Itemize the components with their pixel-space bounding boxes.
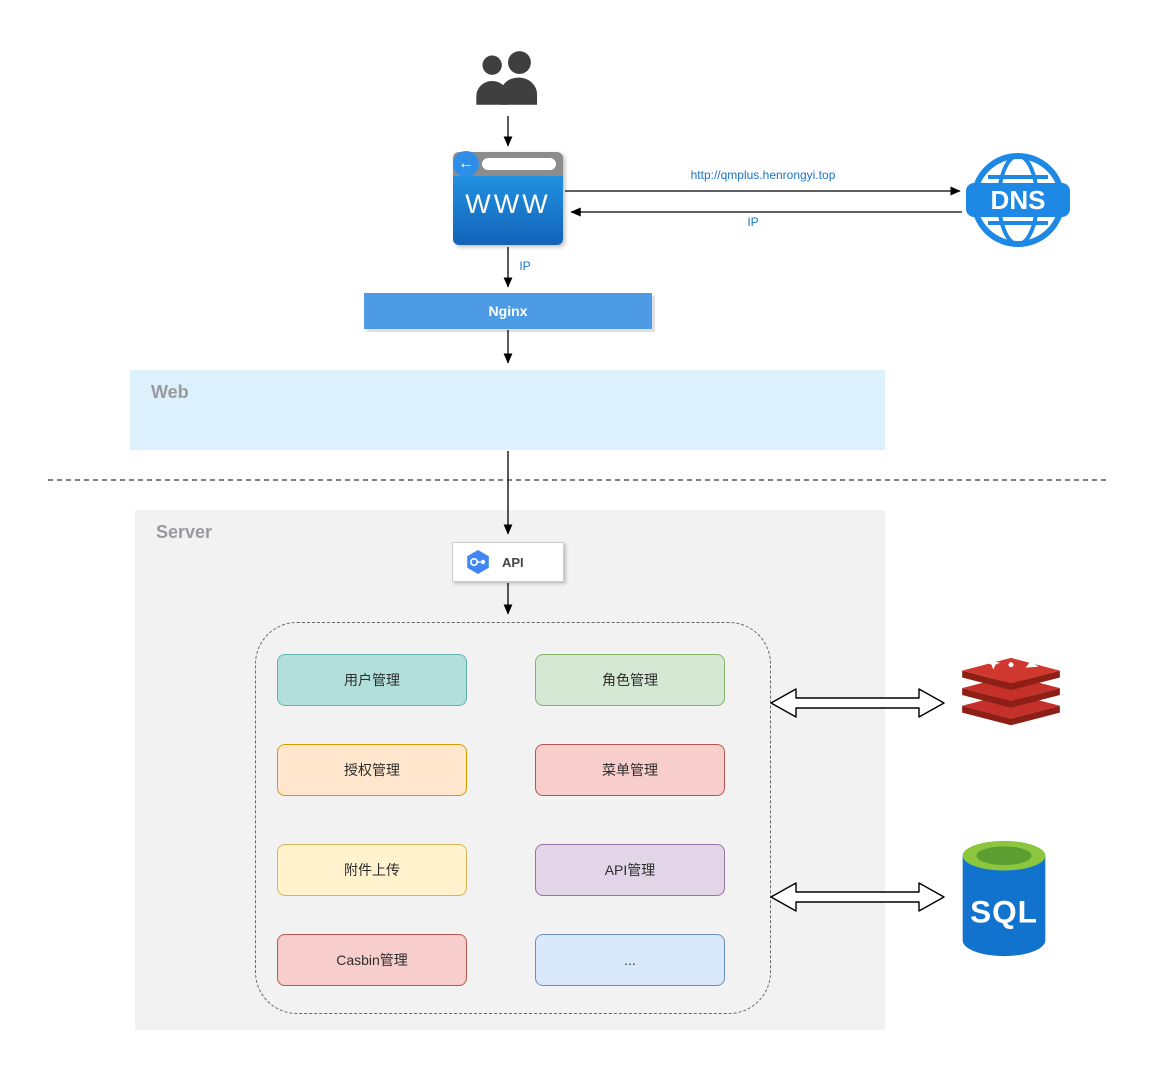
module-box: 授权管理	[277, 744, 467, 796]
server-zone-label: Server	[156, 522, 213, 542]
browser-back-icon: ←	[453, 151, 479, 177]
modules-container	[255, 622, 771, 1014]
nginx-node: Nginx	[364, 293, 652, 329]
module-box: ...	[535, 934, 725, 986]
browser-address-bar	[482, 158, 556, 170]
sql-label: SQL	[970, 894, 1038, 930]
module-box: 用户管理	[277, 654, 467, 706]
dns-icon: DNS	[966, 150, 1070, 250]
sql-database-icon: SQL	[954, 836, 1054, 962]
module-box: API管理	[535, 844, 725, 896]
nginx-label: Nginx	[488, 303, 528, 319]
edge-label-browser-nginx: IP	[519, 259, 531, 273]
edge-label-dns-request: http://qmplus.henrongyi.top	[690, 168, 836, 182]
dns-label: DNS	[991, 185, 1046, 215]
module-box: 菜单管理	[535, 744, 725, 796]
module-box: 附件上传	[277, 844, 467, 896]
web-zone: Web	[130, 370, 885, 450]
redis-icon	[950, 654, 1072, 738]
server-zone: Server	[135, 510, 885, 1030]
users-icon	[464, 46, 552, 116]
browser-node: ← WWW	[453, 151, 563, 245]
module-box: Casbin管理	[277, 934, 467, 986]
web-zone-label: Web	[151, 382, 189, 402]
browser-label: WWW	[453, 176, 563, 245]
api-node: API	[452, 542, 564, 582]
edge-label-dns-response: IP	[747, 215, 759, 229]
module-box: 角色管理	[535, 654, 725, 706]
api-hexagon-icon	[467, 550, 489, 574]
api-label: API	[502, 554, 524, 570]
